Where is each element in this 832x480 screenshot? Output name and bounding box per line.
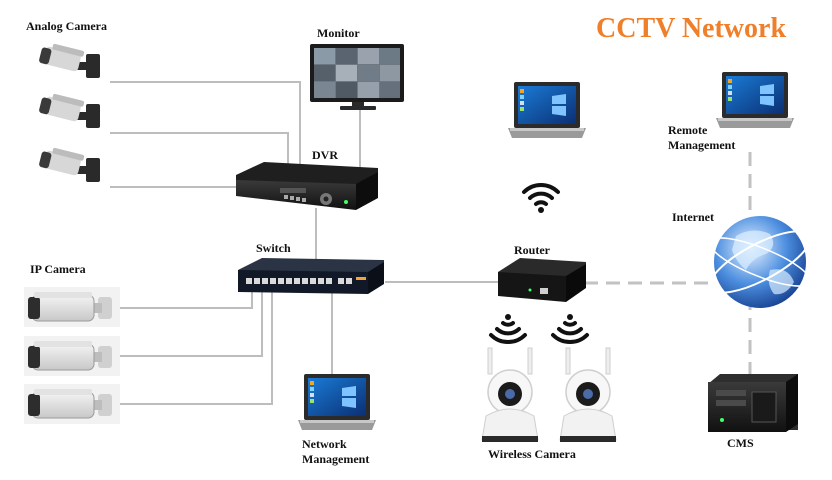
network-switch-icon [238,258,384,294]
network-management-label: Network [302,437,347,451]
diagram-title: CCTV Network [596,13,786,44]
wifi-icon [489,312,527,345]
wifi-icon [551,312,589,345]
ip-camera-icon [23,383,121,425]
cms-label: CMS [727,436,754,450]
ip-camera-icon [23,335,121,377]
wireless-camera-icon [559,347,617,443]
laptop-icon [298,374,376,430]
globe-icon [708,216,812,308]
dvr-icon [236,162,378,210]
ip-camera-icon [23,286,121,328]
analog-camera-icon [38,43,100,78]
switch-label: Switch [256,241,291,255]
router-icon [498,258,586,302]
monitor-label: Monitor [317,26,360,40]
remote-management-label-line2: Management [668,138,735,152]
analog-camera-label: Analog Camera [26,19,107,33]
analog-camera-icon [38,147,100,182]
network-management-label-line2: Management [302,452,369,466]
internet-label: Internet [672,210,714,224]
wifi-icon [522,182,560,215]
cms-server-icon [708,374,798,432]
router-label: Router [514,243,551,257]
ip-camera-label: IP Camera [30,262,86,276]
laptop-icon [716,72,794,128]
dvr-label: DVR [312,148,338,162]
remote-management-label: Remote [668,123,708,137]
wireless-camera-label: Wireless Camera [488,447,576,461]
wireless-camera-icon [481,347,539,443]
analog-camera-icon [38,93,100,128]
connection-lines [110,81,752,405]
monitor-icon [310,44,404,110]
laptop-icon [508,82,586,138]
